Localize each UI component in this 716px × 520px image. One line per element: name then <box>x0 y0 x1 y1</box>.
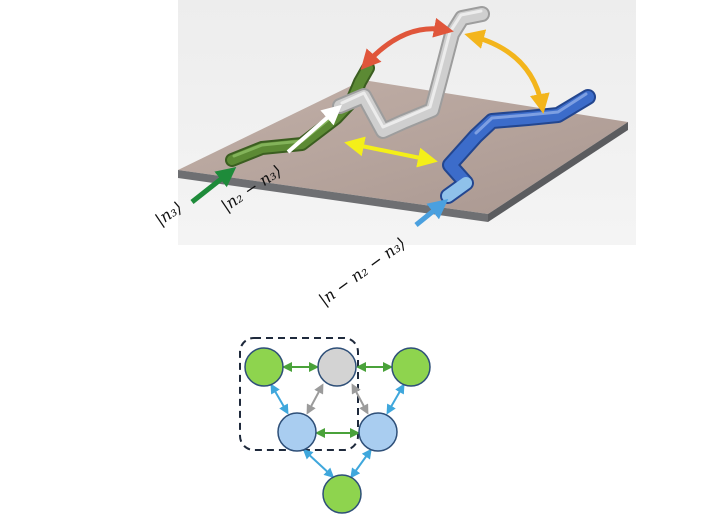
coupling-graph <box>239 337 431 514</box>
blue-input-arrow <box>414 198 449 227</box>
node-green-top-right <box>391 347 431 387</box>
edge-gray-right <box>351 383 369 415</box>
waveguide-scene: |n₃⟩ |n₂ − n₃⟩ |n − n₂ − n₃⟩ <box>152 0 636 309</box>
node-green-bottom <box>322 474 362 514</box>
edge-blue-lower-left <box>302 448 335 479</box>
node-blue-middle-right <box>358 412 398 452</box>
edge-gray-left <box>306 383 324 415</box>
edge-blue-upper-left <box>270 383 289 415</box>
red-coupling-arrow <box>360 17 454 70</box>
edge-blue-lower-right <box>350 448 372 479</box>
node-green-top-left <box>244 347 284 387</box>
node-gray-top-center <box>317 347 357 387</box>
orange-coupling-arrow <box>464 29 550 114</box>
green-input-arrow <box>190 167 237 204</box>
chip-plate-front-edge <box>178 170 488 222</box>
edge-blue-upper-right <box>386 383 405 415</box>
chip-plate-side-edge <box>488 122 628 222</box>
blue-waveguide <box>440 89 596 204</box>
node-blue-middle-left <box>277 412 317 452</box>
yellow-coupling-arrow <box>344 136 438 168</box>
white-transfer-arrow <box>286 104 343 154</box>
gray-waveguide <box>332 6 490 139</box>
